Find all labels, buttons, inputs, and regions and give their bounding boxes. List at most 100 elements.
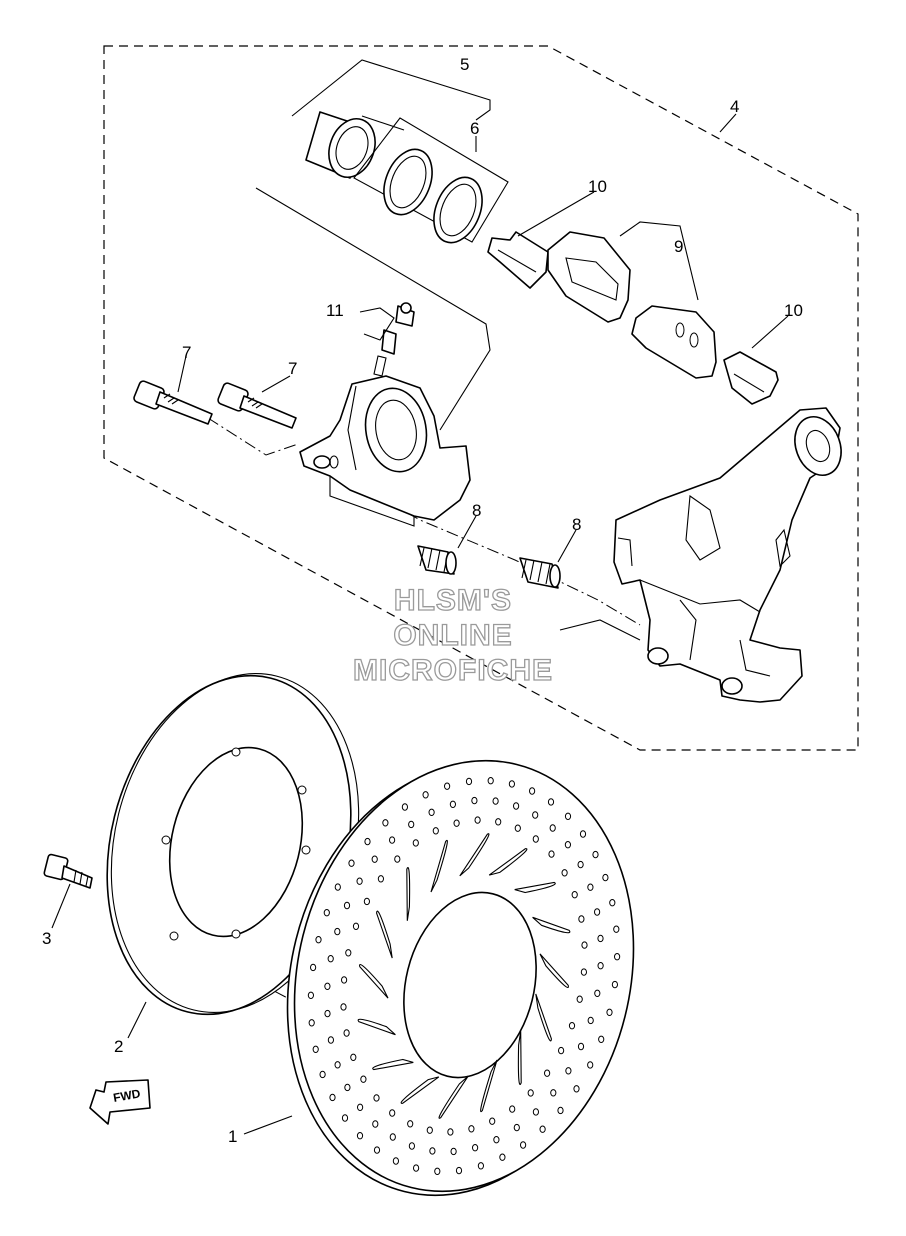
disc-hole	[394, 855, 401, 863]
disc-hole	[472, 1144, 479, 1152]
callout-7-right: 7	[288, 359, 297, 378]
disc-hole	[513, 802, 520, 810]
disc-hole	[587, 883, 594, 891]
disc-hole	[492, 797, 499, 805]
disc-hole	[372, 1120, 379, 1128]
disc-hole	[592, 850, 599, 859]
pad-shim-left	[487, 231, 549, 289]
disc-hole	[444, 782, 451, 790]
brake-pad-rear	[631, 305, 717, 379]
disc-hole	[493, 1136, 500, 1144]
disc-hole	[334, 927, 341, 936]
disc-hole	[363, 897, 370, 906]
watermark-line-3: MICROFICHE	[353, 654, 553, 687]
disc-hole	[532, 811, 539, 819]
disc-hole	[587, 1016, 594, 1025]
disc-hole	[587, 1061, 594, 1069]
disc-hole	[578, 915, 585, 923]
seal-kit	[353, 117, 509, 244]
disc-hole	[577, 1042, 585, 1051]
disc-hole	[520, 1141, 527, 1149]
disc-hole	[487, 777, 494, 785]
disc-cooling-slot	[406, 867, 411, 921]
disc-hole	[340, 1003, 347, 1011]
callout-9: 9	[674, 237, 683, 256]
disc-hole	[561, 869, 568, 877]
disc-hole	[352, 922, 360, 930]
disc-hole	[356, 877, 363, 885]
disc-hole	[558, 1046, 565, 1055]
caliper-boot-right	[519, 557, 561, 589]
disc-hole	[407, 1120, 414, 1128]
disc-hole	[324, 982, 331, 990]
callout-11: 11	[326, 301, 344, 320]
disc-hole	[348, 859, 355, 867]
disc-hole	[549, 824, 556, 832]
callout-1: 1	[228, 1127, 237, 1146]
bleed-screw	[373, 302, 415, 377]
disc-hole	[323, 909, 330, 917]
callout-8-right: 8	[572, 515, 581, 534]
disc-hole	[544, 1069, 551, 1077]
disc-hole	[532, 1108, 540, 1116]
disc-hole	[468, 1125, 475, 1133]
disc-hole	[455, 1166, 463, 1175]
disc-hole	[389, 1109, 396, 1117]
disc-hole	[319, 1070, 326, 1079]
disc-hole	[422, 791, 429, 799]
disc-cooling-slot	[357, 1018, 396, 1036]
disc-hole	[598, 1035, 605, 1044]
disc-hole	[350, 1053, 357, 1062]
disc-hole	[434, 1167, 441, 1176]
disc-cooling-slot	[539, 953, 569, 989]
disc-hole	[550, 1089, 557, 1097]
callout-3: 3	[42, 929, 51, 948]
disc-hole	[356, 1132, 364, 1140]
disc-hole	[581, 941, 588, 949]
disc-hub-plate	[106, 673, 360, 1016]
disc-hole	[571, 891, 578, 899]
disc-hole	[568, 1021, 576, 1030]
disc-hole	[529, 787, 536, 795]
disc-hole	[428, 808, 435, 816]
disc-hole	[611, 980, 619, 989]
disc-hole	[547, 798, 555, 806]
forward-arrow-icon: FWD	[89, 1079, 151, 1125]
disc-hole	[327, 1036, 334, 1044]
callout-10-right: 10	[784, 301, 803, 320]
piston	[305, 111, 376, 179]
disc-hole	[579, 830, 587, 838]
disc-hole	[426, 1126, 433, 1134]
caliper-body	[299, 375, 471, 527]
disc-hole	[450, 1147, 457, 1156]
disc-cooling-slot	[535, 993, 552, 1042]
disc-hole	[344, 1083, 351, 1092]
disc-hole	[564, 841, 572, 849]
disc-hole	[315, 936, 322, 944]
disc-hole	[509, 1105, 516, 1113]
disc-hole	[449, 800, 456, 808]
disc-hole	[343, 1029, 350, 1037]
disc-hole	[447, 1128, 454, 1136]
disc-hole	[308, 1019, 315, 1027]
disc-hole	[334, 883, 341, 891]
disc-cooling-slot	[480, 1059, 498, 1113]
disc-hole	[364, 837, 371, 846]
callout-leaders	[51, 59, 789, 1135]
disc-hole	[382, 819, 389, 827]
disc-hole	[392, 1157, 399, 1165]
callout-6: 6	[470, 119, 479, 138]
watermark: HLSM'S ONLINE MICROFICHE	[352, 583, 553, 687]
disc-hole	[577, 860, 584, 869]
disc-hole	[499, 1153, 506, 1161]
disc-hole	[609, 899, 616, 907]
caliper-assembly-boundary	[103, 45, 859, 751]
disc-hole	[474, 816, 481, 824]
disc-hole	[514, 824, 521, 832]
disc-hole	[401, 803, 408, 811]
disc-hole	[527, 1089, 534, 1097]
disc-hole	[327, 955, 334, 963]
disc-hole	[573, 1085, 580, 1093]
disc-cooling-slot	[438, 1075, 469, 1119]
disc-hole	[408, 820, 415, 829]
